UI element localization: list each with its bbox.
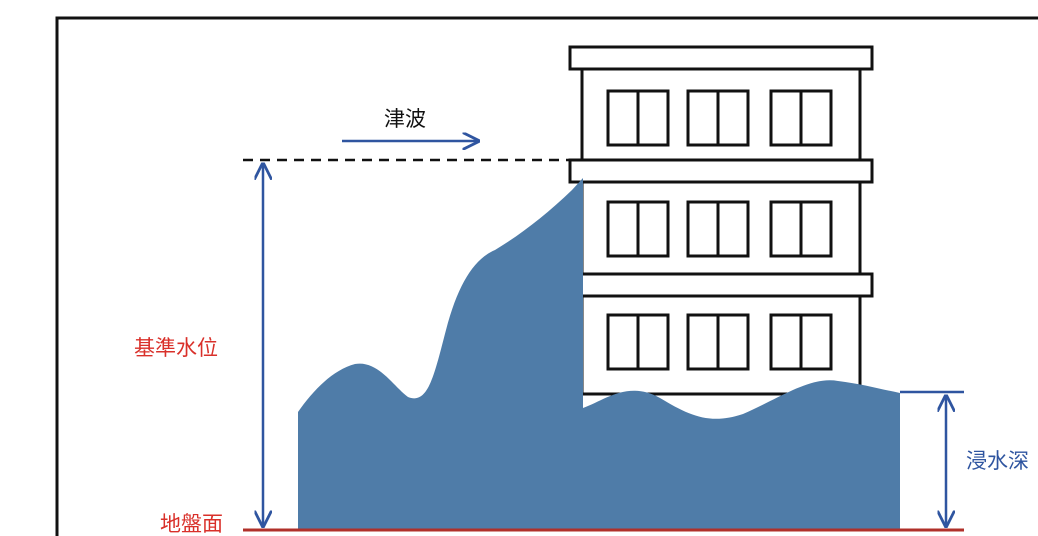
tsunami-label: 津波	[384, 107, 426, 131]
diagram-frame	[55, 16, 1038, 536]
building-windows	[606, 89, 833, 371]
inundation-depth-label: 浸水深	[966, 449, 1029, 473]
floor-slab-2	[568, 272, 874, 298]
reference-water-level-label: 基準水位	[134, 336, 218, 360]
floor-slab-1	[568, 158, 874, 184]
ground-surface-label: 地盤面	[160, 512, 223, 536]
building-roof	[568, 45, 874, 71]
tsunami-water	[298, 178, 900, 530]
